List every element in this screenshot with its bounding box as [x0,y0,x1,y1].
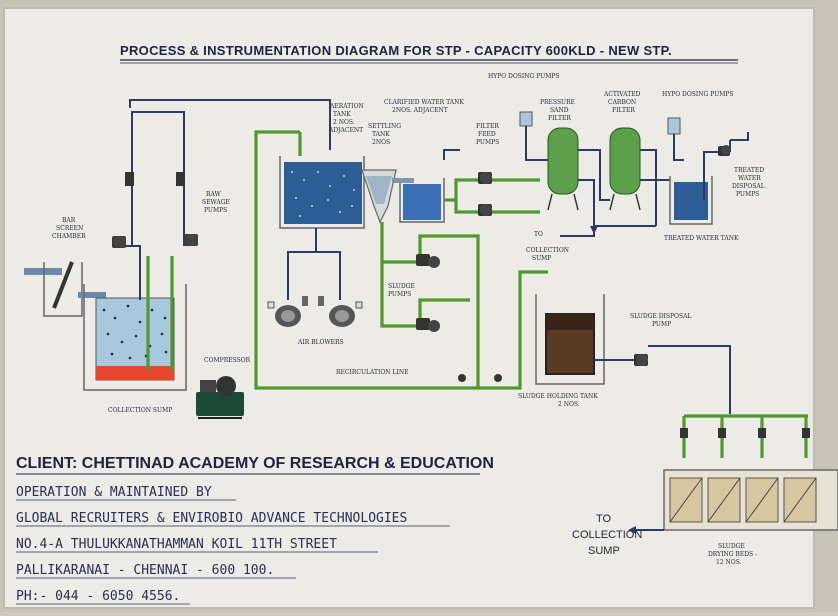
label-recirculation: RECIRCULATION LINE [336,369,408,376]
label-collection-sump: COLLECTION SUMP [108,407,172,414]
sludge-holding-tank: SLUDGE HOLDING TANK 2 NOS. [518,294,605,408]
label-to-collection-big-3: SUMP [588,545,620,557]
diagram-title: PROCESS & INSTRUMENTATION DIAGRAM FOR ST… [120,43,672,58]
label-beds-3: 12 NOS. [716,559,742,566]
label-to-collection-big-1: TO [596,513,612,525]
label-settling-3: 2NOS [372,139,390,146]
sludge-drying-beds: SLUDGE DRYING BEDS - 12 NOS. [628,414,838,566]
label-raw-sewage-3: PUMPS [204,207,227,214]
label-treated-4: PUMPS [736,191,759,198]
clarified-water-tank: CLARIFIED WATER TANK 2NOS. ADJACENT [384,99,464,223]
label-aeration-2: TANK [333,111,351,118]
pressure-sand-filter: PRESSURE SAND FILTER [540,99,579,211]
info-line-2: GLOBAL RECRUITERS & ENVIROBIO ADVANCE TE… [16,511,407,526]
label-treated-2: WATER [738,175,761,182]
label-clarified-2: 2NOS. ADJACENT [392,107,448,114]
settling-tank: SETTLING TANK 2NOS [361,123,401,224]
bar-screen-chamber: BAR SCREEN CHAMBER [24,217,106,317]
info-line-1: OPERATION & MAINTAINED BY [16,485,212,500]
label-compressor: COMPRESSOR [204,357,251,364]
treated-water-tank: TREATED WATER TANK TREATED WATER DISPOSA… [664,132,765,242]
label-to-collection-small-3: SUMP [532,255,551,262]
label-carbon-2: CARBON [608,99,636,106]
label-aeration-3: 2 NOS. [333,119,355,126]
label-carbon-3: FILTER [612,107,635,114]
recirculation-line: RECIRCULATION LINE [336,362,502,388]
info-line-4: PALLIKARANAI - CHENNAI - 600 100. [16,563,274,578]
label-hypo-1: HYPO DOSING PUMPS [488,73,560,80]
label-bar-screen-3: CHAMBER [52,233,86,240]
label-sludge-pumps-2: PUMPS [388,291,411,298]
label-beds-1: SLUDGE [718,543,745,550]
label-aeration-1: AERATION [329,103,364,110]
collection-sump: COLLECTION SUMP [83,284,187,414]
label-filter-feed-1: FILTER [476,123,499,130]
client-name: CLIENT: CHETTINAD ACADEMY OF RESEARCH & … [16,455,494,472]
label-treated-tank: TREATED WATER TANK [664,235,739,242]
label-pressure-sand-2: SAND [550,107,569,114]
filter-feed-pumps: FILTER FEED PUMPS [443,123,540,216]
hypo-dosing-pumps-1: HYPO DOSING PUMPS [488,73,560,161]
raw-sewage-pumps: RAW SEWAGE PUMPS [112,99,331,370]
label-raw-sewage-1: RAW [206,191,222,198]
label-beds-2: DRYING BEDS - [708,551,757,558]
label-carbon-1: ACTIVATED [603,91,641,98]
label-to-collection-small-1: TO [534,231,543,238]
sludge-disposal-pump: SLUDGE DISPOSAL PUMP [594,313,731,414]
label-treated-3: DISPOSAL [732,183,765,190]
label-filter-feed-3: PUMPS [476,139,499,146]
label-bar-screen-1: BAR [62,217,76,224]
aeration-tank: AERATION TANK 2 NOS. ADJACENT [279,103,365,229]
info-line-5: PH:- 044 - 6050 4556. [16,589,180,604]
air-blowers: AIR BLOWERS [267,228,363,346]
label-raw-sewage-2: SEWAGE [202,199,230,206]
label-to-collection-small-2: COLLECTION [526,247,569,254]
label-clarified-1: CLARIFIED WATER TANK [384,99,464,106]
label-pressure-sand-3: FILTER [548,115,571,122]
label-sludge-holding-2: 2 NOS. [558,401,580,408]
label-bar-screen-2: SCREEN [56,225,83,232]
label-sludge-disposal-2: PUMP [652,321,671,328]
label-filter-feed-2: FEED [478,131,496,138]
label-air-blowers: AIR BLOWERS [297,339,344,346]
label-aeration-4: ADJACENT [328,127,363,134]
label-to-collection-big-2: COLLECTION [572,529,642,541]
label-settling-2: TANK [372,131,390,138]
label-pressure-sand-1: PRESSURE [540,99,575,106]
activated-carbon-filter: ACTIVATED CARBON FILTER [603,91,641,211]
label-settling-1: SETTLING [368,123,401,130]
label-treated-1: TREATED [734,167,764,174]
label-sludge-disposal-1: SLUDGE DISPOSAL [630,313,691,320]
hypo-dosing-pumps-2: HYPO DOSING PUMPS [662,91,734,161]
label-sludge-holding-1: SLUDGE HOLDING TANK [518,393,598,400]
info-line-3: NO.4-A THULUKKANATHAMMAN KOIL 11TH STREE… [16,537,337,552]
sludge-pumps: SLUDGE PUMPS [380,222,480,362]
label-hypo-2: HYPO DOSING PUMPS [662,91,734,98]
label-sludge-pumps-1: SLUDGE [388,283,415,290]
compressor: COMPRESSOR [196,357,251,419]
